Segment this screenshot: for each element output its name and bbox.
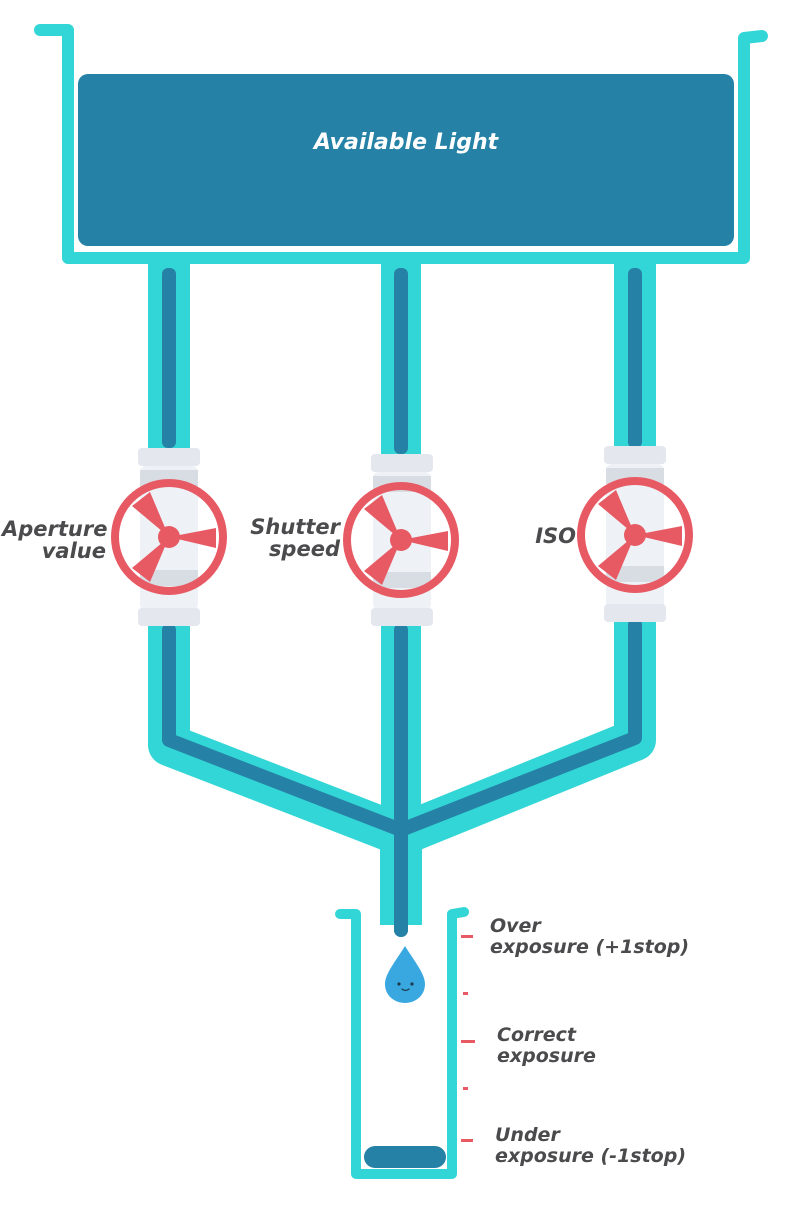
water-droplet-icon (385, 946, 425, 1003)
valve-wheel (343, 482, 459, 598)
mark-label-line: Correct (497, 1024, 576, 1046)
mark-label-line: Over (490, 915, 541, 937)
valve-wheel (111, 479, 227, 595)
valve-label-aperture: Aperture value (2, 517, 108, 563)
valve-label-line: Aperture (2, 517, 108, 541)
pipe-aperture-top (148, 258, 190, 448)
glass-ticks (461, 935, 475, 1142)
valve-iso[interactable] (577, 446, 693, 622)
mark-label-line: exposure (+1stop) (490, 936, 690, 958)
measuring-glass (335, 907, 469, 1179)
pipe-network-bottom (148, 618, 656, 937)
valve-label-line: ISO (535, 524, 576, 548)
valve-label-line: Shutter (250, 515, 340, 539)
mark-label-line: exposure (-1stop) (495, 1145, 687, 1167)
mark-label-line: exposure (497, 1045, 596, 1067)
valve-aperture[interactable] (111, 448, 227, 626)
valve-label-line: value (41, 539, 106, 563)
valve-label-line: speed (268, 537, 340, 561)
valve-wheel (577, 477, 693, 593)
pipe-shutter-top (381, 258, 421, 454)
mark-label-correct: Correct exposure (497, 1025, 596, 1067)
mark-label-under: Under exposure (-1stop) (495, 1125, 686, 1167)
mark-label-over: Over exposure (+1stop) (490, 916, 689, 958)
tank-label: Available Light (313, 130, 499, 155)
valve-shutter[interactable] (343, 454, 459, 626)
glass-water (364, 1146, 446, 1168)
mark-label-line: Under (495, 1124, 560, 1146)
pipe-iso-top (614, 258, 656, 448)
tank-water (78, 74, 734, 246)
valve-label-shutter: Shutter speed (240, 516, 340, 560)
valve-label-iso: ISO (520, 525, 576, 547)
